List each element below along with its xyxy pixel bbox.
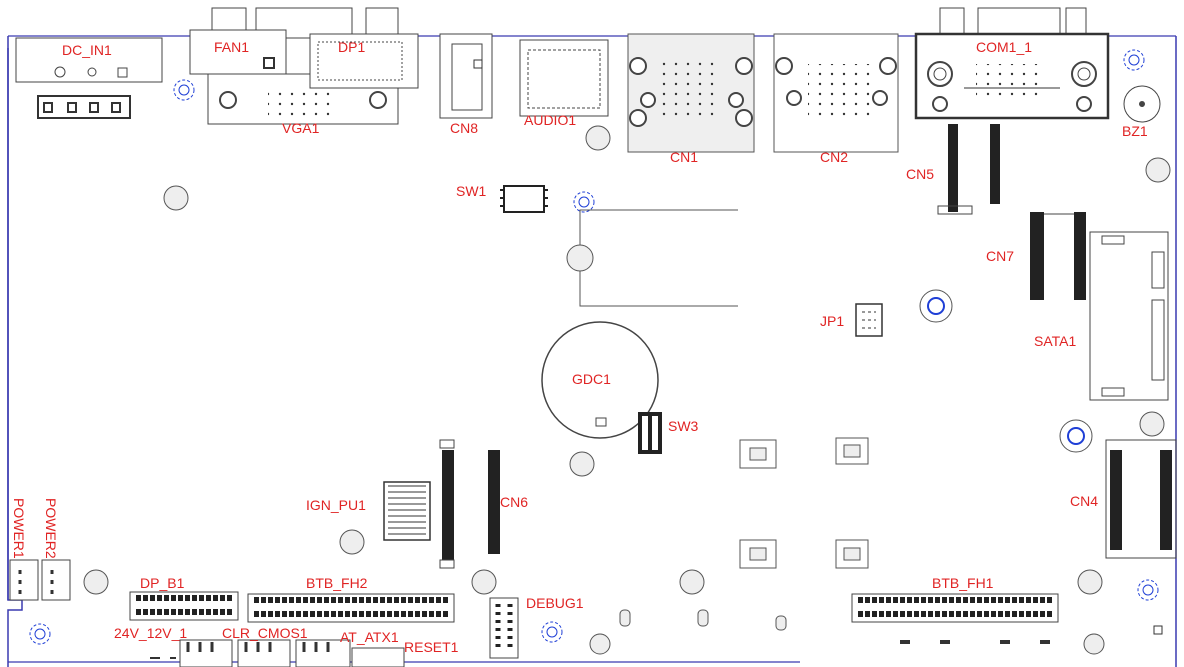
label-gdc1: GDC1 <box>572 371 611 387</box>
standoff-grey-8 <box>1139 411 1165 437</box>
label-cn8: CN8 <box>450 120 479 136</box>
label-24v-12v-1: 24V_12V_1 <box>114 625 188 641</box>
cn5-slot <box>937 124 1000 215</box>
label-cn2: CN2 <box>820 149 849 165</box>
label-clr-cmos1: CLR_CMOS1 <box>222 625 308 641</box>
label-cn7: CN7 <box>986 248 1015 264</box>
dc-in1-header <box>37 95 131 119</box>
label-vga1: VGA1 <box>282 120 320 136</box>
standoff-grey-6 <box>679 569 705 595</box>
power-headers <box>9 559 71 601</box>
label-dp1: DP1 <box>338 39 366 55</box>
standoff-grey-7 <box>1077 569 1103 595</box>
sata1-connector <box>1089 231 1169 401</box>
label-btb-fh1: BTB_FH1 <box>932 575 994 591</box>
btb-fh2-connector <box>247 593 455 623</box>
label-com1-1: COM1_1 <box>976 39 1033 55</box>
standoff-blue-8 <box>1059 419 1093 453</box>
label-fan1: FAN1 <box>214 39 250 55</box>
label-ign-pu1: IGN_PU1 <box>306 497 366 513</box>
square-pads <box>739 437 869 569</box>
label-debug1: DEBUG1 <box>526 595 584 611</box>
label-cn5: CN5 <box>906 166 935 182</box>
standoff-grey-2 <box>569 451 595 477</box>
cn8-connector <box>439 33 493 119</box>
label-sw3: SW3 <box>668 418 699 434</box>
gdc1-battery <box>541 321 659 439</box>
label-cn4: CN4 <box>1070 493 1099 509</box>
cn4-slot <box>1105 439 1177 559</box>
standoff-grey-3 <box>339 529 365 555</box>
label-audio1: AUDIO1 <box>524 112 577 128</box>
ign-pu1-connector <box>383 481 431 541</box>
sw3-switch <box>638 412 662 454</box>
jp1-jumper <box>855 303 883 337</box>
label-btb-fh2: BTB_FH2 <box>306 575 368 591</box>
cn6-slot <box>439 439 500 569</box>
label-bz1: BZ1 <box>1122 123 1148 139</box>
label-at-atx1: AT_ATX1 <box>340 629 399 645</box>
label-dp-b1: DP_B1 <box>140 575 185 591</box>
label-sata1: SATA1 <box>1034 333 1077 349</box>
standoff-blue-1 <box>173 79 195 101</box>
standoff-blue-6 <box>541 621 563 643</box>
standoff-blue-4 <box>1137 579 1159 601</box>
bottom-jumpers <box>179 639 405 667</box>
dp1-connector <box>309 33 419 89</box>
debug1-header <box>489 597 519 659</box>
cn7-slot <box>1030 212 1086 300</box>
dp-b1-connector <box>129 591 239 621</box>
label-cn6: CN6 <box>500 494 529 510</box>
label-power2: POWER2 <box>43 498 59 559</box>
standoff-grey-5 <box>471 569 497 595</box>
standoff-blue-2 <box>573 191 595 213</box>
standoff-blue-5 <box>29 623 51 645</box>
label-power1: POWER1 <box>11 498 27 559</box>
standoff-grey-4 <box>83 569 109 595</box>
standoff-grey-9 <box>589 633 611 655</box>
btb-fh1-connector <box>851 593 1059 623</box>
label-reset1: RESET1 <box>404 639 459 655</box>
standoff-grey-10 <box>1083 633 1105 655</box>
label-dc-in1: DC_IN1 <box>62 42 112 58</box>
label-sw1: SW1 <box>456 183 487 199</box>
audio1-connector <box>519 39 609 117</box>
sw1-switch <box>503 185 545 213</box>
label-cn1: CN1 <box>670 149 699 165</box>
standoff-blue-7 <box>919 289 953 323</box>
standoff-grey-1 <box>163 185 189 211</box>
standoff-blue-3 <box>1123 49 1145 71</box>
label-jp1: JP1 <box>820 313 845 329</box>
